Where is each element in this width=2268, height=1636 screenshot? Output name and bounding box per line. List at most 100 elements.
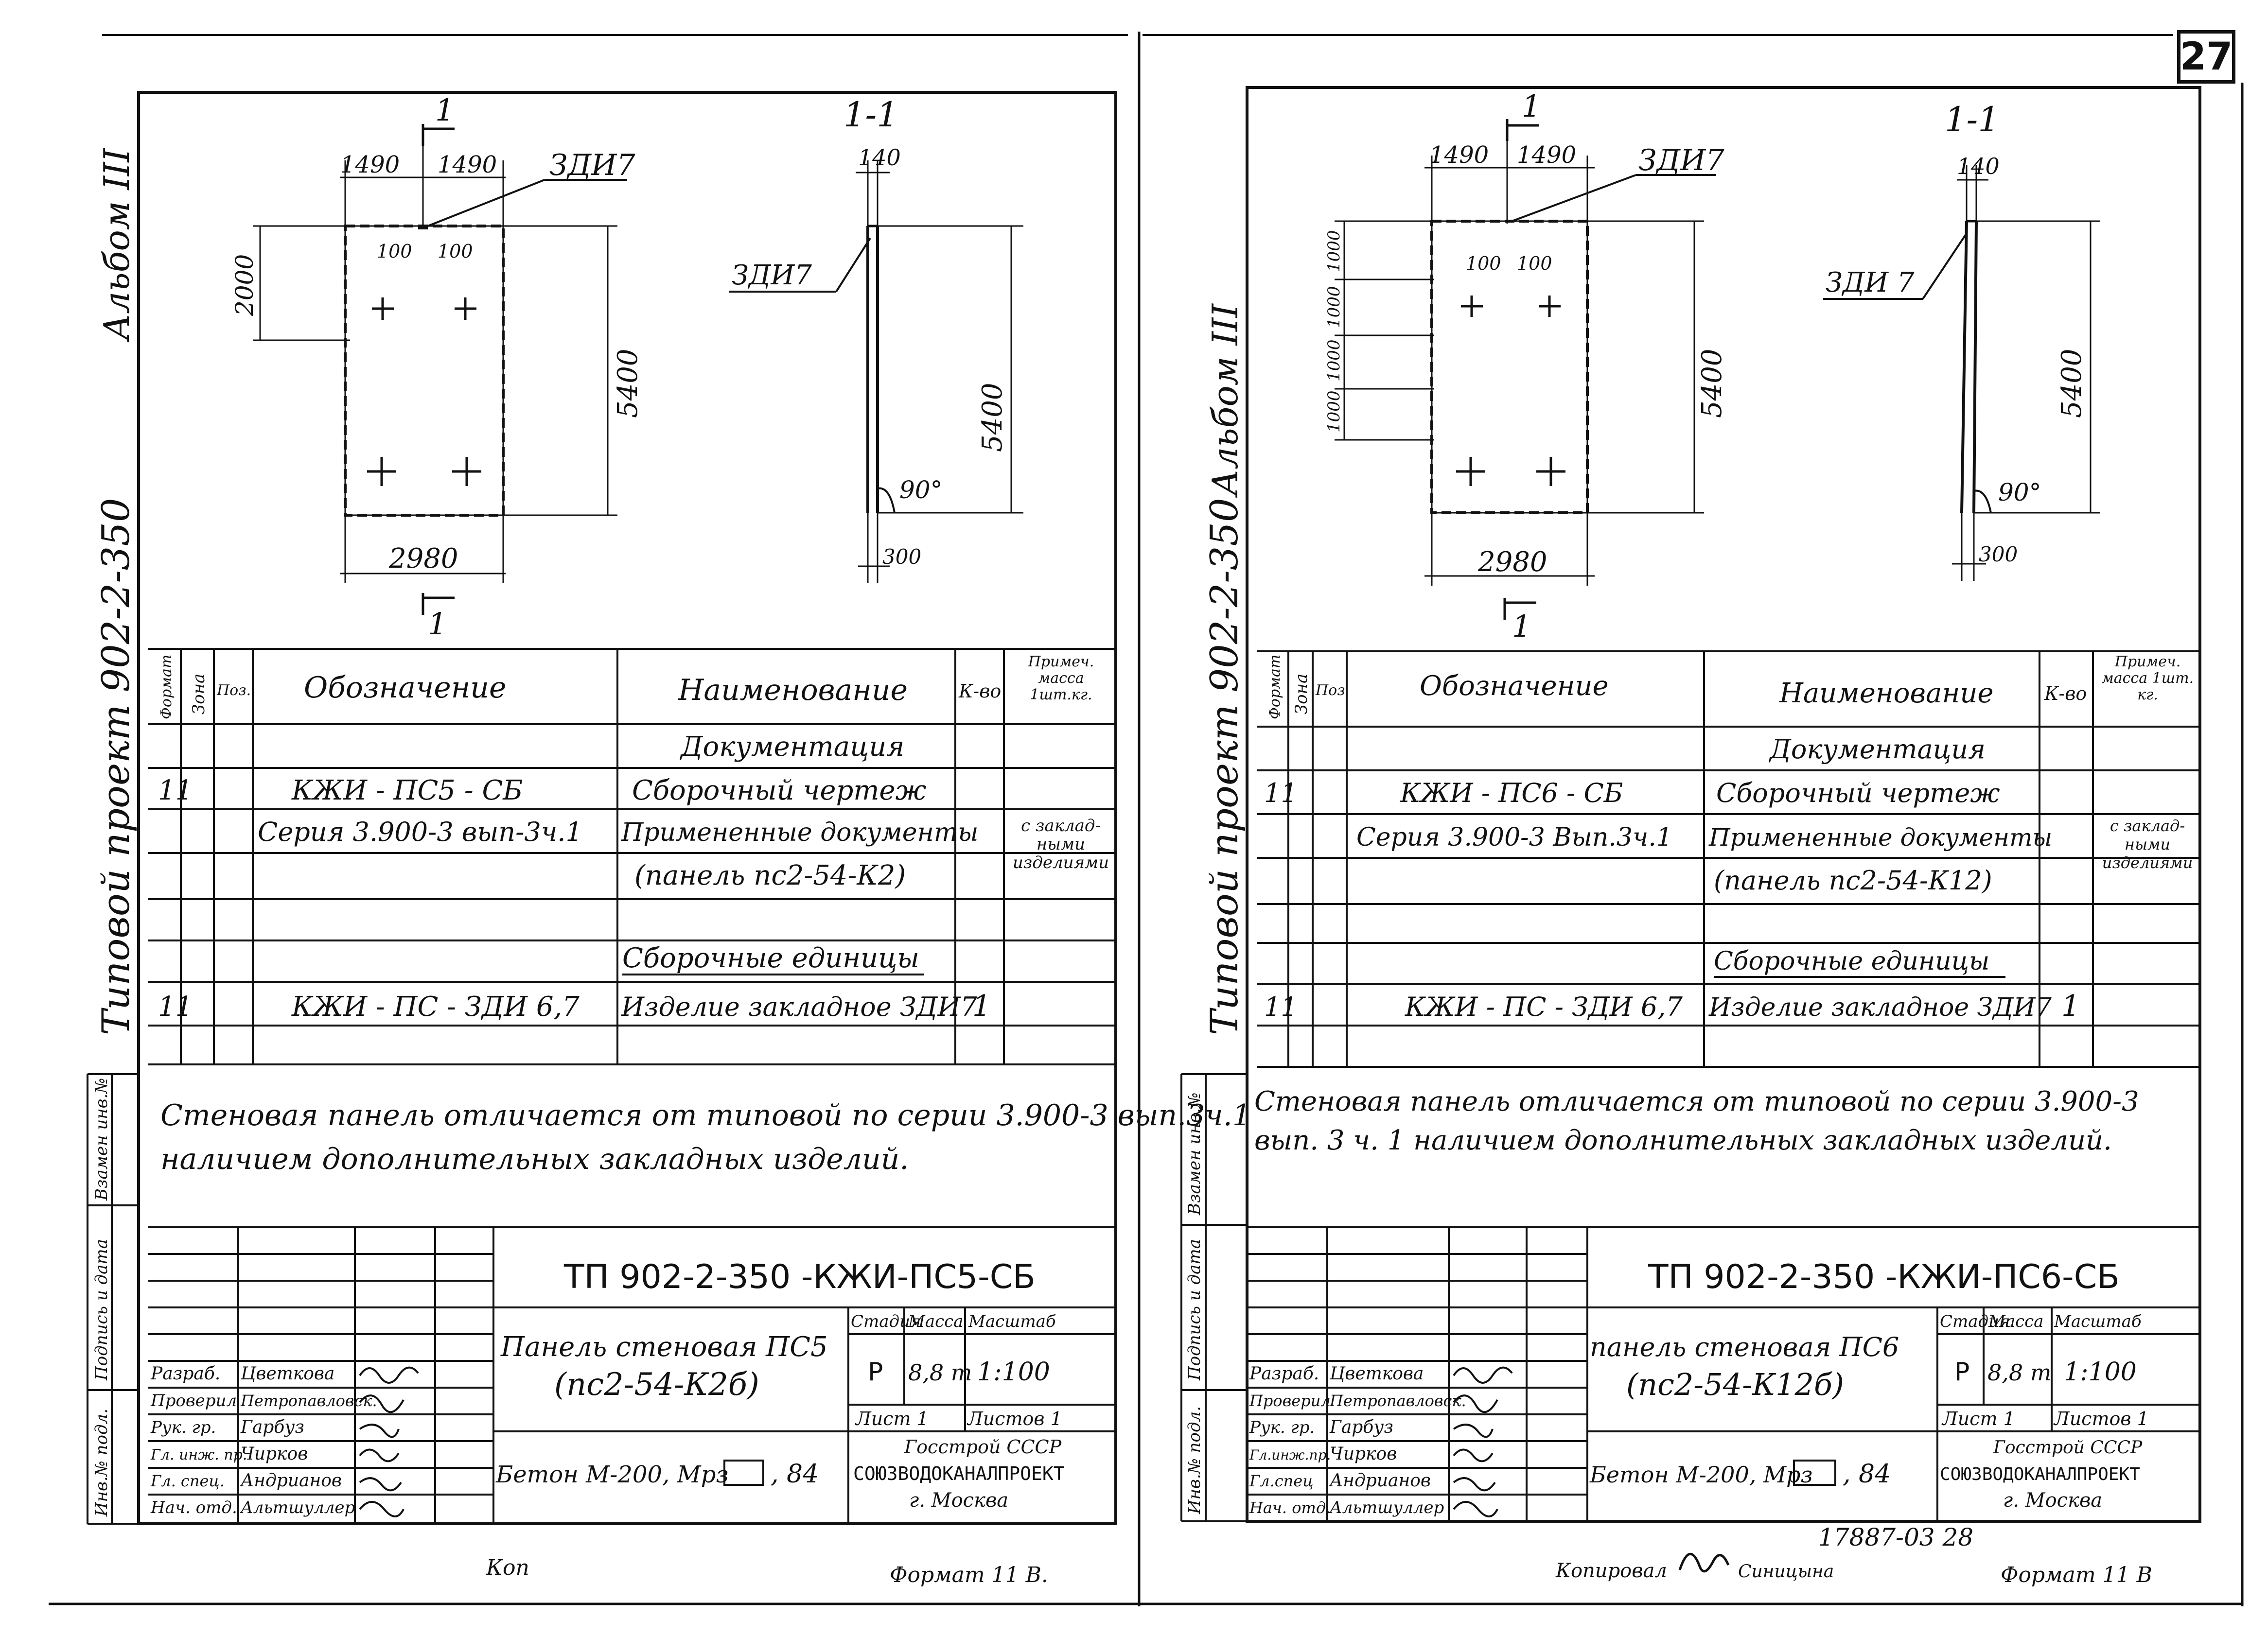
page-number: 27	[2177, 30, 2235, 84]
sheets-total: Листов 1	[967, 1408, 1062, 1429]
staff-role: Рук. гр.	[150, 1418, 216, 1437]
staff-role: Гл.инж.пр.	[1249, 1447, 1331, 1463]
panel-mark: (пс2-54-К2б)	[554, 1367, 759, 1403]
dim-height-total: 5400	[1696, 348, 1728, 418]
spec-header-name: Наименование	[1779, 678, 1994, 709]
org-line3: г. Москва	[909, 1489, 1008, 1512]
spec-row-format: 11	[1264, 992, 1298, 1022]
scale-value: 1:100	[2064, 1358, 2137, 1387]
footer-right: Формат 11 В	[2001, 1563, 2152, 1587]
left-sheet: Альбом III Типовой проект 902-2-350	[87, 91, 1251, 1587]
spec-row-format: 11	[1264, 778, 1298, 808]
staff-role: Нач. отд.	[1249, 1498, 1331, 1517]
spec-header-zone: Зона	[1292, 674, 1311, 714]
note-line: Стеновая панель отличается от типовой по…	[160, 1098, 1251, 1132]
doc-code: ТП 902-2-350 -КЖИ-ПС5-СБ	[563, 1258, 1036, 1296]
spec-table	[148, 648, 1116, 1065]
spec-row-name: Изделие закладное ЗДИ7	[621, 992, 978, 1022]
section-title: 1-1	[844, 95, 898, 135]
scale-header: Масштаб	[2054, 1312, 2142, 1331]
dim-side-edge: 1000	[1324, 390, 1344, 433]
signatures	[359, 1366, 419, 1517]
spec-header-designation: Обозначение	[1420, 670, 1609, 702]
dim-height-upper: 2000	[230, 254, 259, 316]
staff-name: Петропавловск.	[240, 1392, 377, 1410]
sheet-number: Лист 1	[1941, 1408, 2015, 1429]
spec-header-pos: Поз.	[216, 682, 251, 699]
mass-value: 8,8 т	[1987, 1359, 2051, 1386]
dim-section-height: 5400	[2056, 348, 2088, 418]
spec-row-designation: КЖИ - ПС - ЗДИ 6,7	[291, 991, 580, 1023]
spec-row-name: Примененные документы	[1708, 823, 2052, 852]
right-sheet: Альбом III Типовой проект 902-2-350	[1180, 86, 2201, 1587]
panel-mark: (пс2-54-К12б)	[1626, 1367, 1844, 1402]
spec-header-name: Наименование	[678, 673, 908, 707]
spec-row-name: (панель пс2-54-К2)	[634, 860, 906, 891]
dim-top-right: 1490	[1517, 141, 1576, 169]
spec-row-note: с заклад- ными изделиями	[2102, 817, 2193, 872]
staff-role: Гл. спец.	[150, 1472, 225, 1490]
staff-role: Нач. отд.	[150, 1498, 237, 1517]
staff-name: Цветкова	[1329, 1364, 1424, 1384]
dim-side-edge: 1000	[1324, 286, 1344, 328]
spec-header-qty: К-во	[958, 680, 1001, 702]
mass-header: Масса	[1988, 1312, 2043, 1331]
material-tail: , 84	[1843, 1460, 1891, 1489]
spec-row-name: (панель пс2-54-К12)	[1714, 865, 1992, 896]
album-label: Альбом III	[96, 148, 137, 343]
dim-width-total: 2980	[388, 543, 458, 574]
staff-role: Гл.спец	[1249, 1472, 1314, 1490]
staff-name: Чирков	[1330, 1444, 1397, 1464]
dim-section-thickness: 140	[858, 144, 901, 171]
staff-role: Разраб.	[150, 1364, 220, 1384]
dim-section-thickness: 140	[1957, 153, 2000, 179]
dim-small-left: 100	[1466, 253, 1501, 274]
spec-table	[1257, 650, 2200, 1068]
dim-top-right: 1490	[438, 151, 497, 178]
scale-value: 1:100	[977, 1358, 1050, 1387]
staff-name: Альтшуллер	[240, 1498, 355, 1517]
angle-label: 90°	[899, 476, 943, 504]
spec-row-name: Изделие закладное ЗДИ7	[1708, 993, 2052, 1022]
staff-name: Андрианов	[239, 1471, 342, 1491]
side-stamp: Взамен инв.№	[92, 1078, 111, 1201]
angle-label: 90°	[1998, 478, 2041, 506]
sheets-total: Листов 1	[2053, 1408, 2149, 1429]
spec-header-format: Формат	[158, 655, 175, 719]
side-stamp: Подпись и дата	[92, 1239, 111, 1381]
dim-small-left: 100	[377, 241, 412, 262]
spec-row-note: с заклад- ными изделиями	[1012, 817, 1109, 872]
staff-role: Проверил	[150, 1391, 237, 1410]
material-box	[723, 1460, 764, 1486]
staff-role: Разраб.	[1249, 1364, 1319, 1384]
dim-top-left: 1490	[340, 151, 400, 178]
material-box	[1793, 1460, 1836, 1486]
scale-header: Масштаб	[968, 1312, 1056, 1331]
embed-label: ЗДИ7	[1638, 143, 1724, 177]
spec-row-designation: КЖИ - ПС5 - СБ	[291, 775, 523, 806]
spec-header-qty: К-во	[2044, 683, 2087, 704]
album-label: Альбом III	[1205, 303, 1246, 498]
stage-header: Стадия	[1940, 1312, 2010, 1331]
org-line1: Госстрой СССР	[904, 1436, 1062, 1458]
staff-role: Проверил	[1249, 1392, 1331, 1410]
spec-row-designation: Серия 3.900-3 вып-3ч.1	[258, 817, 582, 847]
title-block	[148, 1226, 1116, 1524]
footer-left: Копировал	[1555, 1560, 1667, 1582]
dim-small-right: 100	[438, 241, 473, 262]
panel-title: Панель стеновая ПС5	[500, 1331, 828, 1363]
spec-row-name: Примененные документы	[621, 818, 978, 847]
dim-side-edge: 1000	[1324, 230, 1344, 272]
spec-header-pos: Поз	[1315, 682, 1345, 699]
org-line2: СОЮЗВОДОКАНАЛПРОЕКТ	[853, 1463, 1065, 1484]
dim-section-height: 5400	[977, 383, 1008, 452]
staff-name: Гарбуз	[240, 1417, 304, 1437]
staff-name: Петропавловск.	[1329, 1392, 1466, 1410]
section-embed-label: ЗДИ 7	[1826, 267, 1915, 298]
copyist-name: Синицына	[1738, 1562, 1834, 1582]
panel-elevation	[1335, 119, 1716, 620]
cut-mark-bottom: 1	[428, 606, 447, 642]
cut-mark-top: 1	[1522, 88, 1541, 124]
spec-row-name: Сборочный чертеж	[632, 775, 927, 806]
